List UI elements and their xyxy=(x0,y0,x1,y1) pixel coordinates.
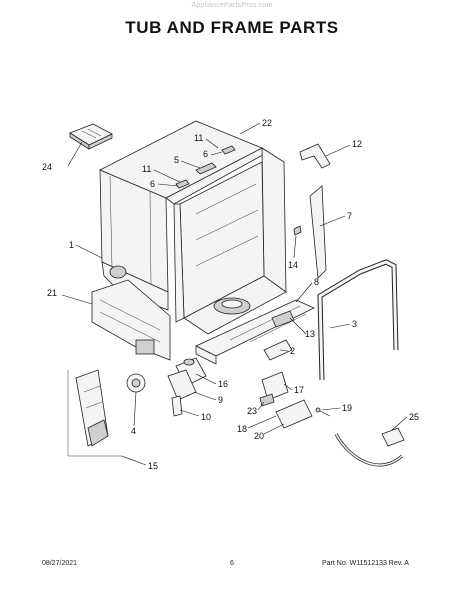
footer-part-number: Part No. W11512133 Rev. A xyxy=(322,560,409,567)
part-2-bracket xyxy=(263,339,293,361)
part-6-clip-b xyxy=(175,179,190,189)
callout-12: 12 xyxy=(352,139,362,149)
callout-24: 24 xyxy=(42,162,52,172)
part-14-clip xyxy=(293,225,302,236)
callout-9: 9 xyxy=(218,395,223,405)
callout-5: 5 xyxy=(174,155,179,165)
callout-25: 25 xyxy=(409,412,419,422)
part-19-screw xyxy=(315,407,331,417)
callout-18: 18 xyxy=(237,424,247,434)
footer-page-number: 6 xyxy=(230,560,234,567)
leader-lines xyxy=(61,122,408,466)
part-13-bracket xyxy=(271,310,295,328)
callout-8: 8 xyxy=(314,277,319,287)
footer-date: 08/27/2021 xyxy=(42,560,78,567)
part-5-bracket xyxy=(195,162,217,175)
part-15-panel-box xyxy=(67,369,122,457)
part-17-module xyxy=(261,371,289,401)
callout-11: 11 xyxy=(142,164,151,174)
callout-17: 17 xyxy=(294,385,304,395)
part-25-hose xyxy=(334,427,405,467)
callout-7: 7 xyxy=(347,211,352,221)
callout-6: 6 xyxy=(203,149,208,159)
callout-21: 21 xyxy=(47,288,57,298)
part-20-board xyxy=(275,399,313,429)
callout-11: 11 xyxy=(194,133,203,143)
callout-10: 10 xyxy=(201,412,211,422)
callout-labels: 22 11 6 24 5 11 6 12 7 1 14 21 8 3 13 2 … xyxy=(42,118,419,471)
part-10-hose xyxy=(171,395,183,417)
callout-4: 4 xyxy=(131,426,136,436)
callout-6: 6 xyxy=(150,179,155,189)
callout-1: 1 xyxy=(69,240,74,250)
callout-15: 15 xyxy=(148,461,158,471)
callout-20: 20 xyxy=(254,431,264,441)
watermark: AppliancePartsPros.com xyxy=(191,2,273,9)
part-24-vent xyxy=(69,123,113,150)
part-7-side-gasket xyxy=(309,185,327,279)
callout-23: 23 xyxy=(247,406,257,416)
part-4-fan xyxy=(126,373,146,393)
part-3-door-gasket xyxy=(317,259,399,381)
callout-16: 16 xyxy=(218,379,228,389)
callout-13: 13 xyxy=(305,329,315,339)
part-1-tub xyxy=(99,120,287,335)
part-12-corner-seal xyxy=(299,143,331,169)
part-6-clip-a xyxy=(221,145,236,155)
part-21-lower-frame xyxy=(91,279,171,361)
callout-22: 22 xyxy=(262,118,272,128)
page-title: TUB AND FRAME PARTS xyxy=(125,18,339,37)
part-9-fitting xyxy=(167,369,197,401)
callout-2: 2 xyxy=(290,346,295,356)
callout-19: 19 xyxy=(342,403,352,413)
callout-14: 14 xyxy=(288,260,298,270)
callout-3: 3 xyxy=(352,319,357,329)
